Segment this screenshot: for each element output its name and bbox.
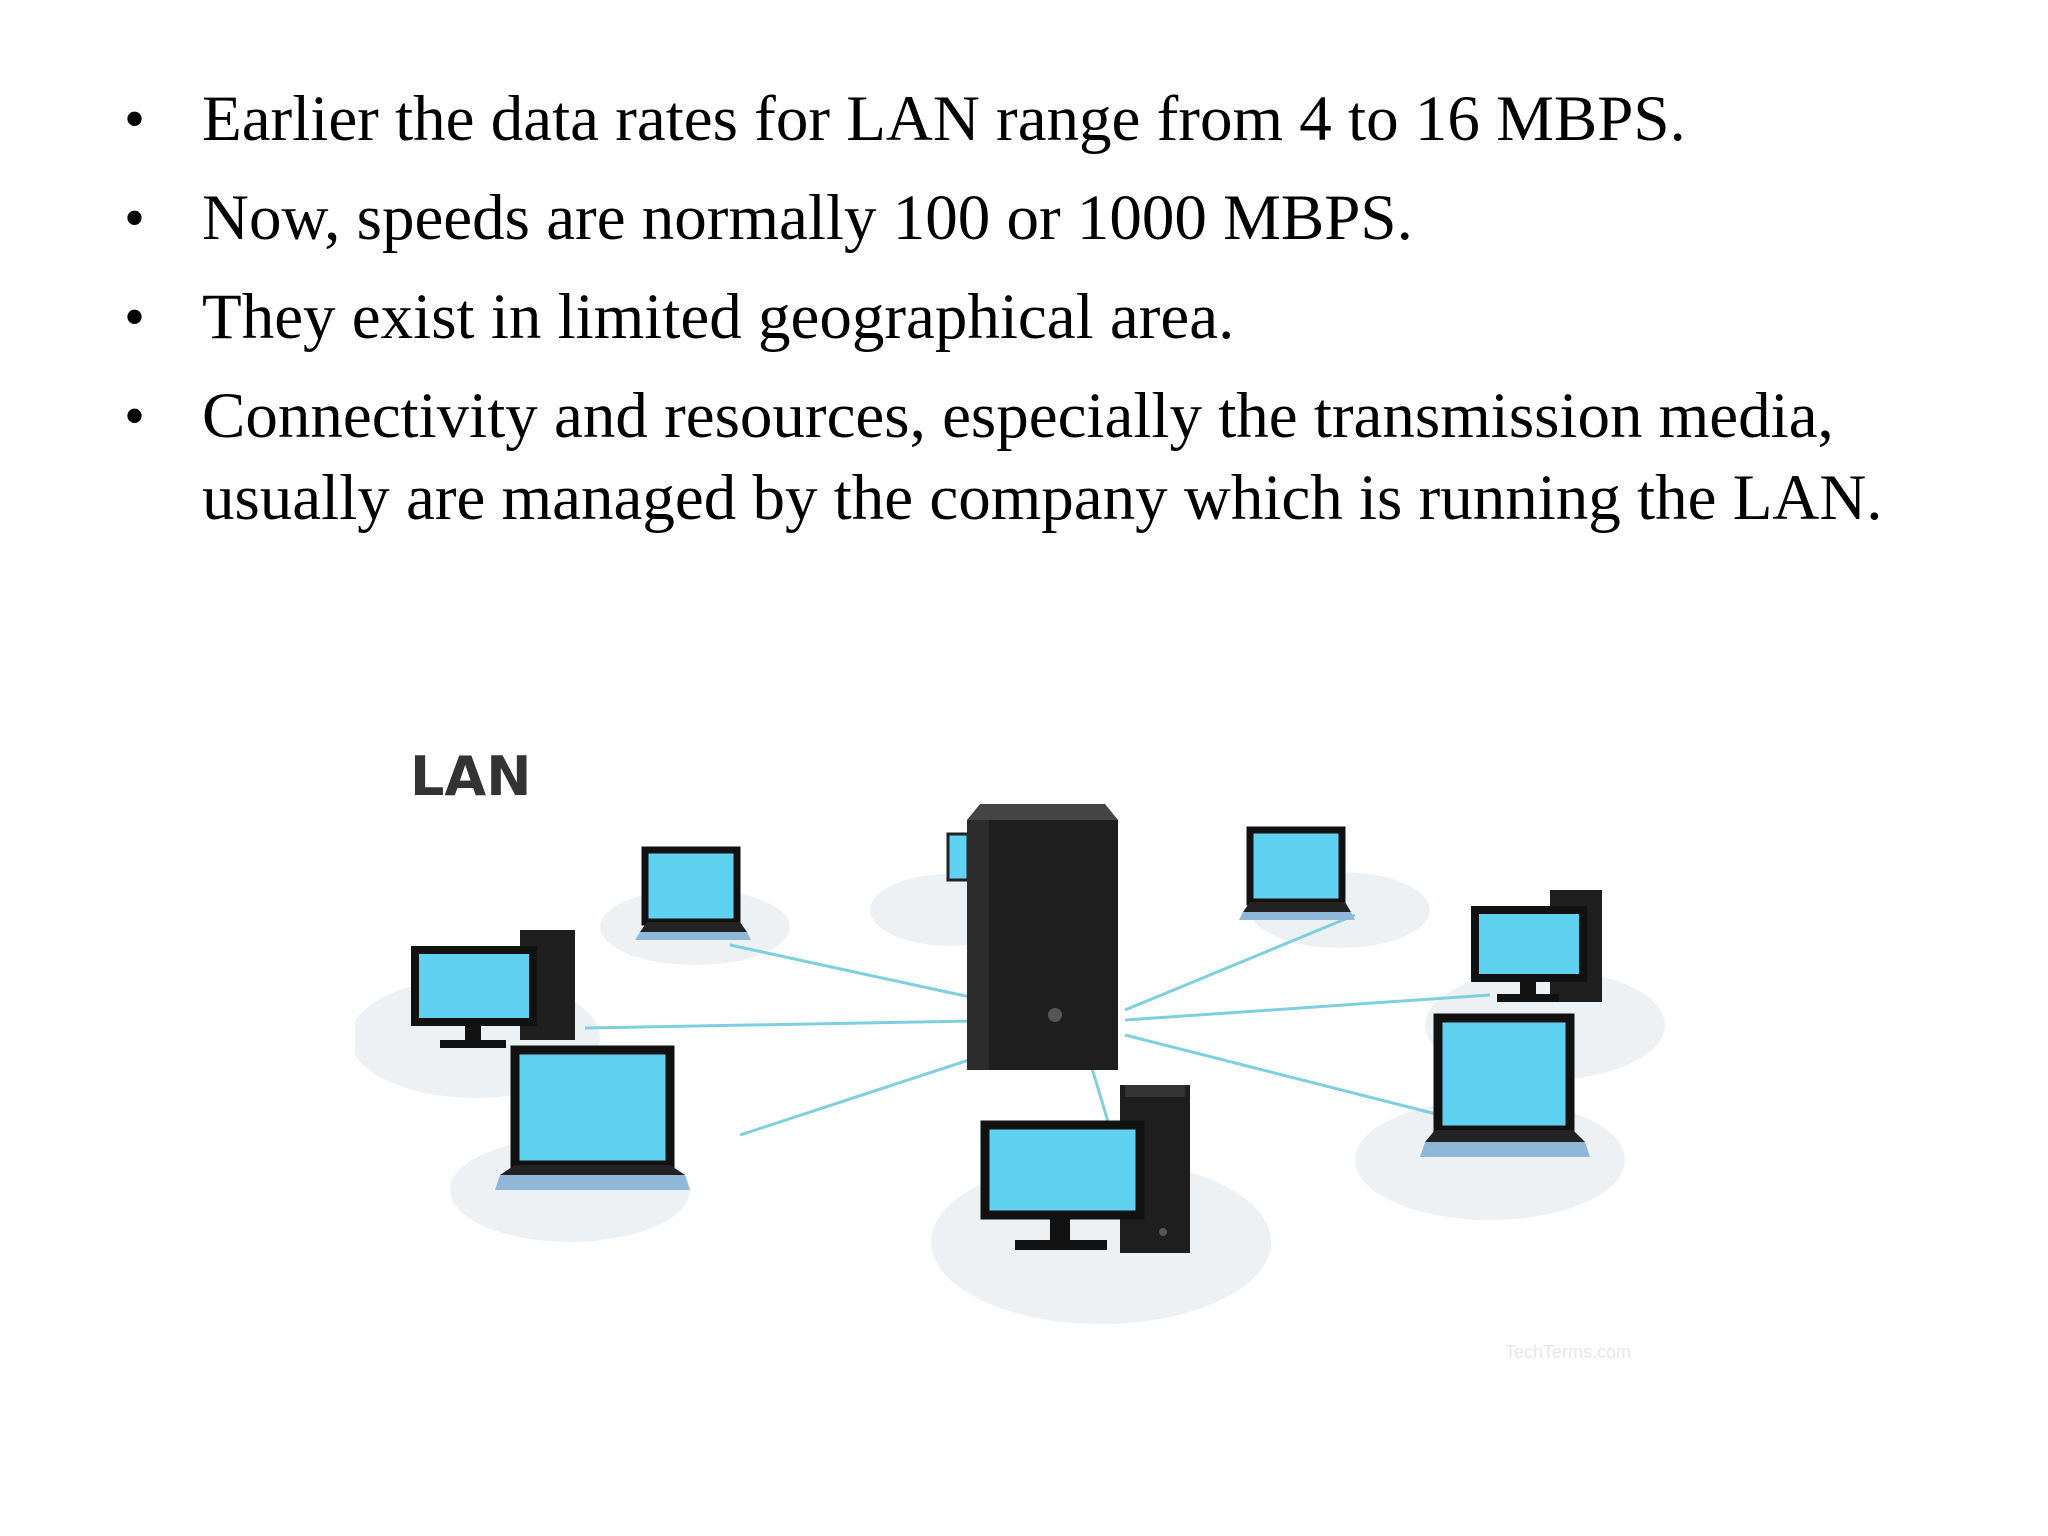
laptop-icon — [635, 846, 751, 940]
laptop-icon — [1239, 826, 1355, 920]
bullet-icon: • — [124, 284, 146, 350]
desktop-computer-icon — [1471, 890, 1602, 1002]
bullet-text: Earlier the data rates for LAN range fro… — [202, 83, 1686, 155]
laptop-icon — [495, 1045, 690, 1190]
bullet-text: Connectivity and resources, especially t… — [202, 380, 1883, 534]
desktop-computer-icon — [980, 1085, 1190, 1253]
bullet-icon: • — [124, 86, 146, 152]
desktop-computer-icon — [411, 930, 575, 1048]
bullet-item: • Now, speeds are normally 100 or 1000 M… — [120, 177, 1980, 259]
bullet-icon: • — [124, 383, 146, 449]
bullet-item: • Earlier the data rates for LAN range f… — [120, 78, 1980, 160]
bullet-list: • Earlier the data rates for LAN range f… — [120, 78, 1980, 556]
bullet-item: • Connectivity and resources, especially… — [120, 375, 1980, 539]
bullet-text: Now, speeds are normally 100 or 1000 MBP… — [202, 182, 1413, 254]
server-icon — [946, 804, 1118, 1070]
lan-diagram: LAN TechTerms.com — [355, 720, 1705, 1380]
bullet-item: • They exist in limited geographical are… — [120, 276, 1980, 358]
bullet-icon: • — [124, 185, 146, 251]
diagram-title: LAN — [410, 745, 532, 808]
watermark-text: TechTerms.com — [1505, 1342, 1632, 1362]
laptop-icon — [1420, 1013, 1590, 1157]
bullet-text: They exist in limited geographical area. — [202, 281, 1235, 353]
lan-network-illustration — [355, 804, 1665, 1324]
